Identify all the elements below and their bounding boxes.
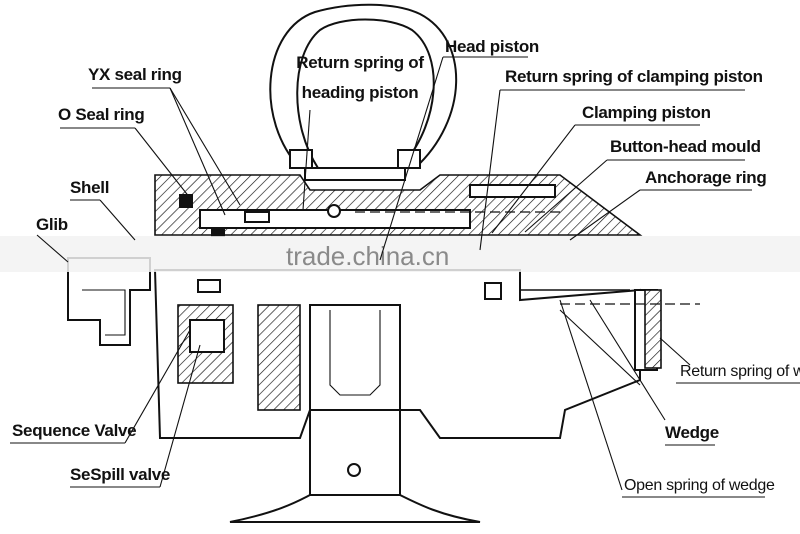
label-glib: Glib bbox=[36, 215, 68, 234]
label-wedge: Wedge bbox=[665, 423, 719, 442]
label-yx-seal-ring: YX seal ring bbox=[88, 65, 182, 84]
label-o-seal-ring: O Seal ring bbox=[58, 105, 144, 124]
label-open-spring-wedge: Open spring of wedge bbox=[624, 477, 775, 494]
stand bbox=[229, 304, 481, 523]
label-head-piston: Head piston bbox=[445, 37, 539, 56]
label-spill-valve: SeSpill valve bbox=[70, 465, 170, 484]
label-return-spring-wedge: Return spring of wedge bbox=[680, 363, 800, 380]
handle bbox=[269, 3, 458, 181]
label-sequence-valve: Sequence Valve bbox=[12, 421, 136, 440]
label-return-spring-heading-1: Return spring of bbox=[296, 53, 424, 72]
label-return-spring-clamping: Return spring of clamping piston bbox=[505, 67, 763, 86]
label-return-spring-heading-2: heading piston bbox=[302, 83, 419, 102]
labels: Return spring of heading piston Head pis… bbox=[12, 37, 800, 494]
label-anchorage-ring: Anchorage ring bbox=[645, 168, 766, 187]
leader-lines bbox=[10, 56, 800, 498]
watermark-band: trade.china.cn bbox=[0, 236, 800, 272]
watermark-text: trade.china.cn bbox=[286, 241, 449, 271]
label-clamping-piston: Clamping piston bbox=[582, 103, 711, 122]
label-button-head-mould: Button-head mould bbox=[610, 137, 761, 156]
label-shell: Shell bbox=[70, 178, 109, 197]
